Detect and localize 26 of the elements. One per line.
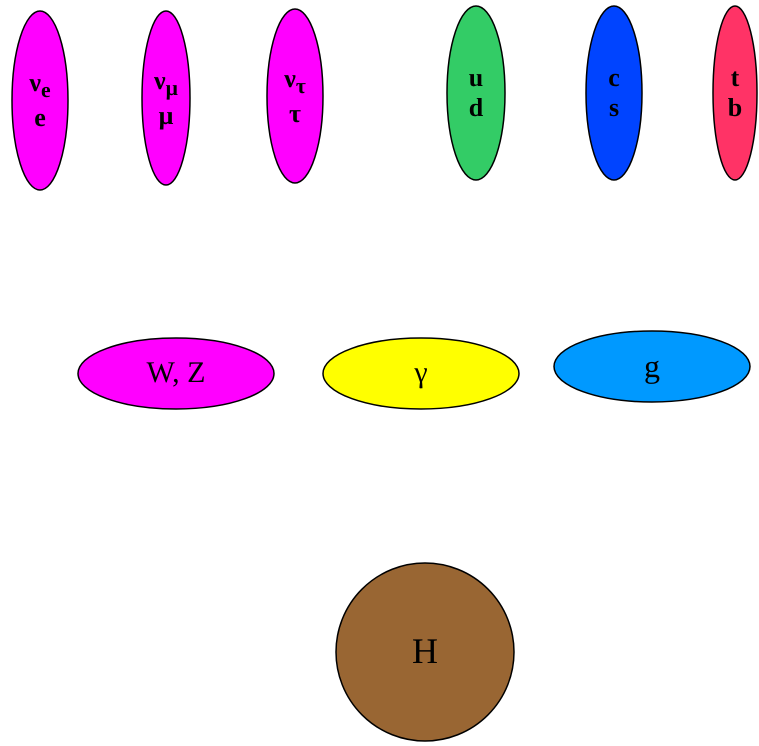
particle-symbol: u <box>468 63 484 93</box>
particle-symbol: c <box>608 63 620 93</box>
particle-symbol: b <box>728 93 742 123</box>
particle-ellipse <box>712 5 758 181</box>
particle-ellipse <box>585 5 643 181</box>
particle-ellipse <box>446 5 506 181</box>
particle-symbol: t <box>730 63 740 93</box>
particle-symbol: H <box>412 631 438 673</box>
particle-symbol: ν$_{μ}$ <box>154 66 178 101</box>
particle-symbol: d <box>468 93 484 123</box>
particle-ellipse <box>322 337 520 410</box>
particle-symbol: s <box>608 93 620 123</box>
particle-ellipse <box>141 10 191 186</box>
particle-symbol: τ <box>289 98 301 128</box>
particle-symbol: ν$_{τ}$ <box>284 64 306 99</box>
particle-symbol: W, Z <box>146 356 206 391</box>
particle-ellipse <box>77 337 275 410</box>
particle-symbol: e <box>34 103 46 133</box>
particle-ellipse <box>11 10 69 191</box>
particle-symbol: g <box>644 348 660 385</box>
particle-ellipse <box>266 8 324 184</box>
particle-symbol: ν$_{e}$ <box>29 68 51 104</box>
particle-symbol: γ <box>414 356 428 391</box>
particle-circle <box>335 562 515 742</box>
particle-symbol: μ <box>158 100 174 130</box>
particle-ellipse <box>553 330 751 403</box>
